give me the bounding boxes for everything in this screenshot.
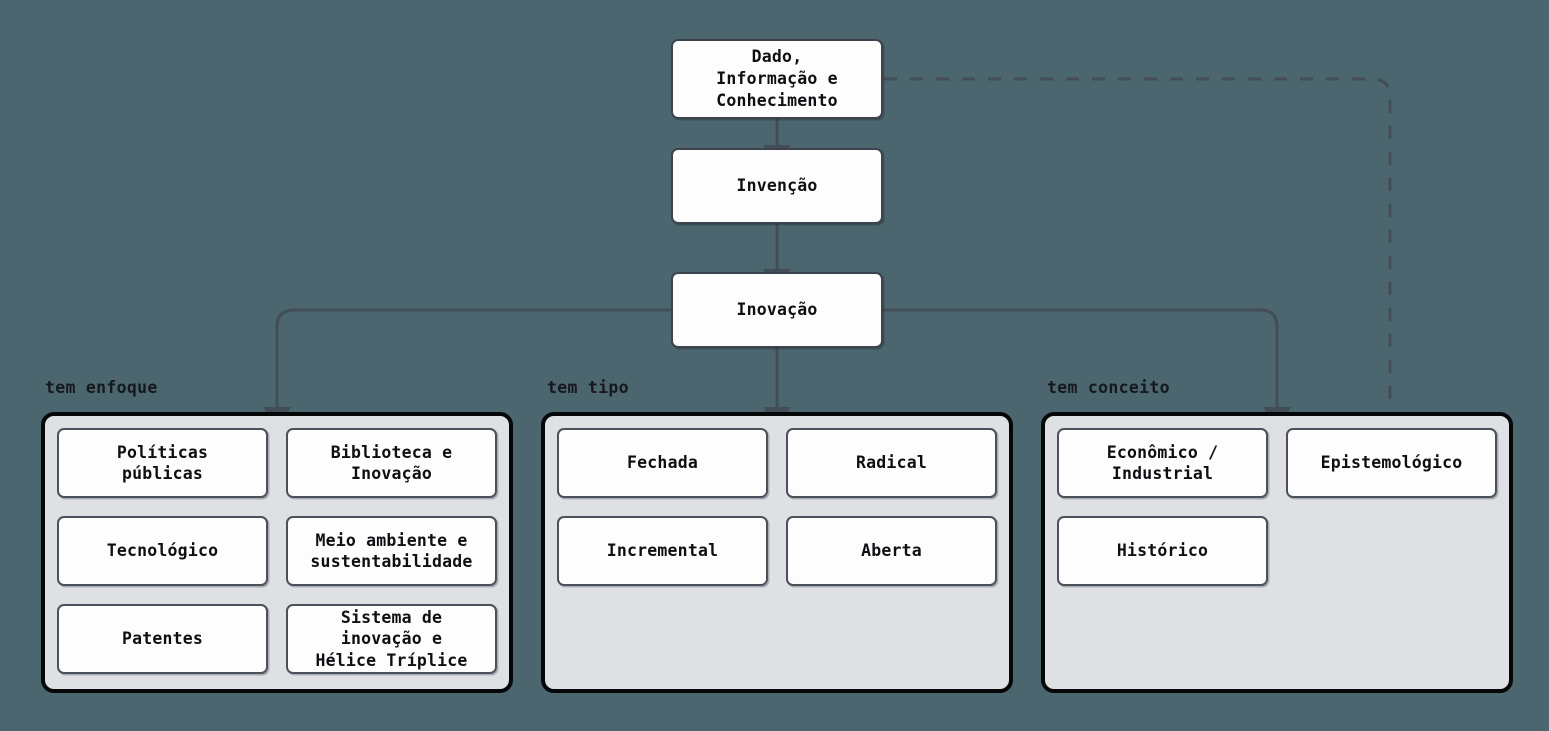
leaf-politicas-publicas[interactable]: Políticas públicas <box>57 428 268 498</box>
leaf-incremental[interactable]: Incremental <box>557 516 768 586</box>
edge-root-to-epistemologico-dashed <box>884 77 1392 416</box>
leaf-epistemologico[interactable]: Epistemológico <box>1286 428 1497 498</box>
node-invencao[interactable]: Invenção <box>671 148 883 224</box>
cluster-tem-enfoque: Políticas públicas Biblioteca e Inovação… <box>41 412 513 693</box>
leaf-aberta[interactable]: Aberta <box>786 516 997 586</box>
cluster-label-tem-conceito: tem conceito <box>1047 378 1170 397</box>
leaf-economico-industrial[interactable]: Econômico / Industrial <box>1057 428 1268 498</box>
leaf-radical[interactable]: Radical <box>786 428 997 498</box>
leaf-sistema-de-inovacao-e-helice-triplice[interactable]: Sistema de inovação e Hélice Tríplice <box>286 604 497 674</box>
cluster-grid-tem-enfoque: Políticas públicas Biblioteca e Inovação… <box>57 428 497 677</box>
cluster-grid-tem-conceito: Econômico / Industrial Epistemológico Hi… <box>1057 428 1497 677</box>
cluster-grid-tem-tipo: Fechada Radical Incremental Aberta <box>557 428 997 677</box>
leaf-historico[interactable]: Histórico <box>1057 516 1268 586</box>
leaf-tecnologico[interactable]: Tecnológico <box>57 516 268 586</box>
cluster-tem-tipo: Fechada Radical Incremental Aberta <box>541 412 1013 693</box>
leaf-biblioteca-e-inovacao[interactable]: Biblioteca e Inovação <box>286 428 497 498</box>
leaf-placeholder <box>1286 516 1497 586</box>
cluster-label-tem-enfoque: tem enfoque <box>45 378 158 397</box>
node-dado-informacao-conhecimento[interactable]: Dado, Informação e Conhecimento <box>671 39 883 119</box>
leaf-meio-ambiente-e-sustentabilidade[interactable]: Meio ambiente e sustentabilidade <box>286 516 497 586</box>
leaf-patentes[interactable]: Patentes <box>57 604 268 674</box>
leaf-fechada[interactable]: Fechada <box>557 428 768 498</box>
cluster-label-tem-tipo: tem tipo <box>547 378 629 397</box>
cluster-tem-conceito: Econômico / Industrial Epistemológico Hi… <box>1041 412 1513 693</box>
node-inovacao[interactable]: Inovação <box>671 272 883 348</box>
